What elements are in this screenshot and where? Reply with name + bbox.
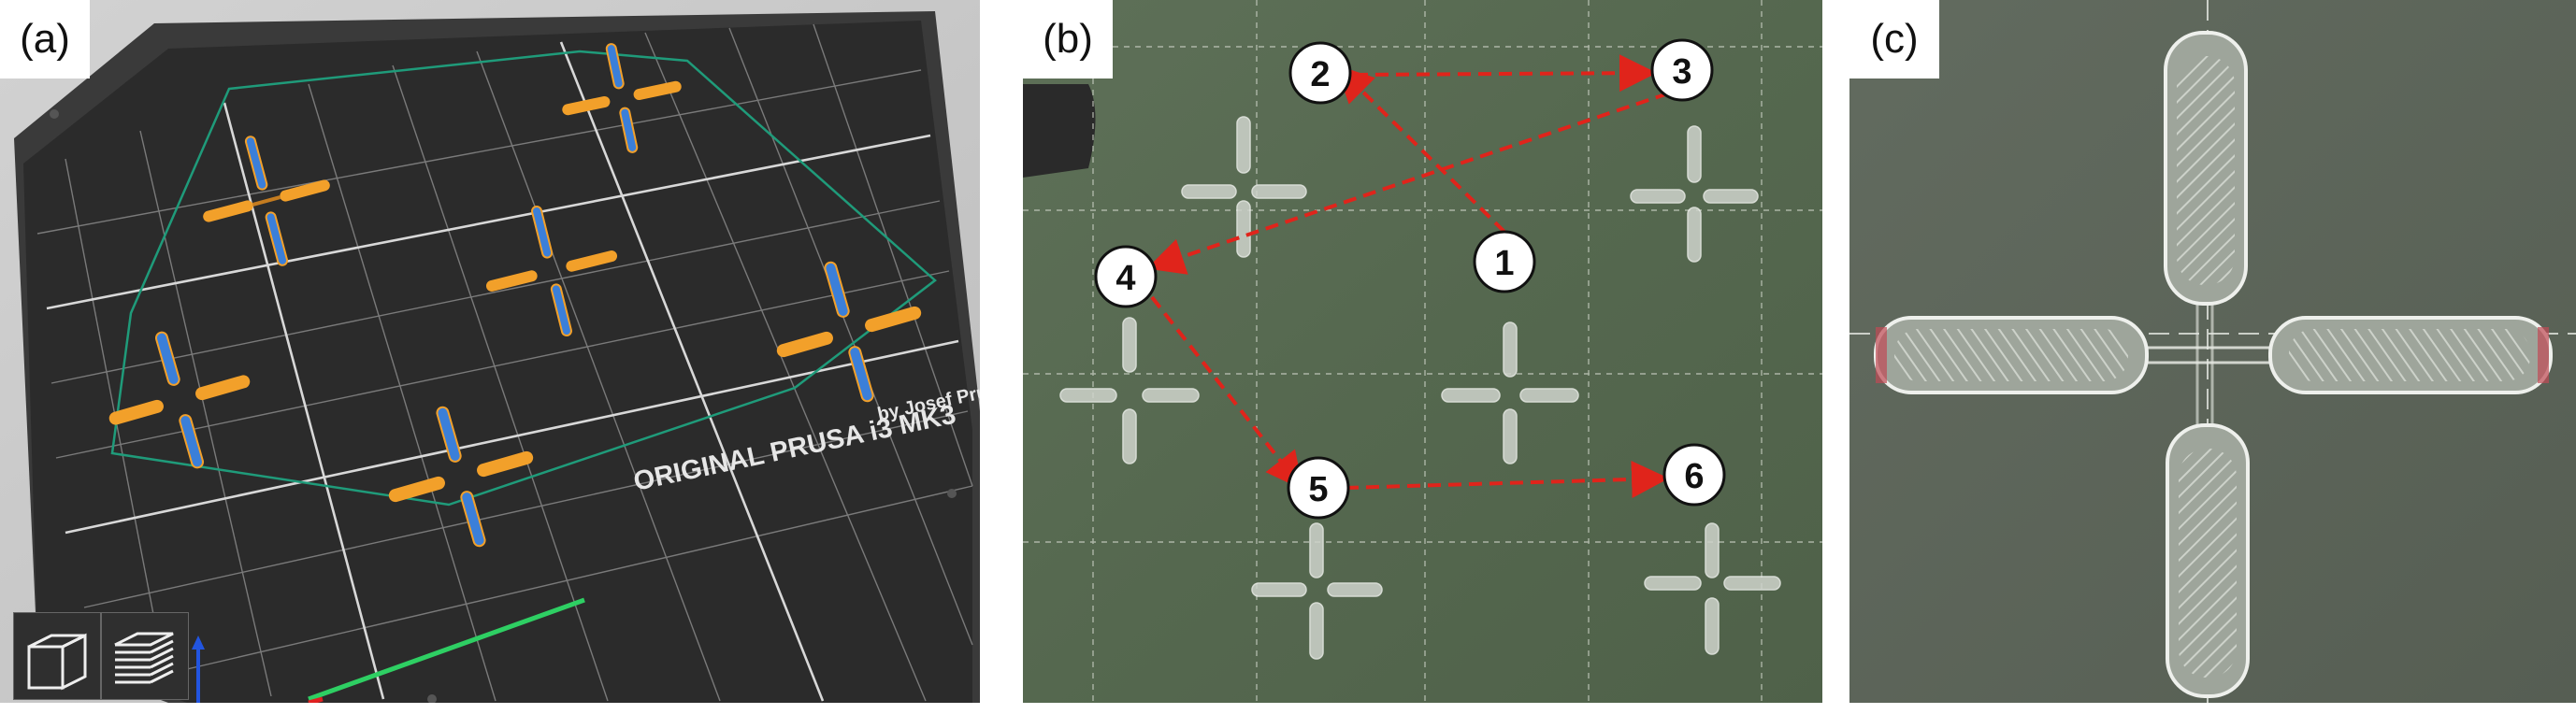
part-2 [562, 43, 682, 153]
reservoir-right [2268, 316, 2553, 394]
panel-a: (a) [0, 0, 980, 703]
svg-text:6: 6 [1684, 457, 1704, 496]
part-5 [108, 331, 251, 469]
reservoir-left [1874, 316, 2149, 394]
svg-text:1: 1 [1494, 244, 1514, 283]
x-axis-indicator [308, 597, 585, 702]
svg-text:3: 3 [1672, 52, 1691, 92]
panel-c: (c) [1849, 0, 2576, 703]
print-bed [23, 21, 972, 703]
panel-b-label: (b) [1023, 0, 1113, 79]
step-marker-1: 1 [1473, 230, 1536, 293]
printed-cross-2 [1181, 116, 1307, 258]
step-marker-5: 5 [1287, 456, 1350, 520]
part-1 [203, 136, 330, 266]
slicer-viewport: ORIGINAL PRUSA i3 MK3 by Josef Prusa [0, 0, 980, 703]
svg-text:5: 5 [1308, 470, 1328, 509]
printed-cross-5 [1251, 522, 1383, 660]
step-marker-2: 2 [1288, 41, 1352, 105]
panel-c-label: (c) [1849, 0, 1939, 79]
step-marker-4: 4 [1094, 245, 1158, 308]
printed-cross-3 [1630, 125, 1759, 263]
svg-text:2: 2 [1310, 55, 1330, 94]
iso-view-cube-icon[interactable] [13, 612, 101, 700]
printed-part-closeup [1849, 0, 2576, 703]
svg-text:4: 4 [1115, 259, 1135, 298]
printed-cross-1 [1441, 321, 1579, 464]
step-marker-3: 3 [1650, 38, 1714, 102]
part-6 [388, 406, 534, 548]
reservoir-top [2164, 31, 2248, 306]
print-plate-photo: 1 2 3 4 5 6 [1023, 0, 1822, 703]
printed-cross-4 [1059, 317, 1200, 464]
printed-cross-6 [1644, 522, 1781, 655]
step-marker-6: 6 [1662, 443, 1726, 507]
part-4 [776, 261, 922, 403]
part-3 [485, 205, 618, 337]
reservoir-bottom [2166, 423, 2250, 698]
layers-view-icon[interactable] [101, 612, 189, 700]
panel-b: (b) [1023, 0, 1822, 703]
microfluidic-cross [1874, 31, 2553, 698]
panel-a-label: (a) [0, 0, 90, 79]
path-arrows [1146, 54, 1669, 498]
